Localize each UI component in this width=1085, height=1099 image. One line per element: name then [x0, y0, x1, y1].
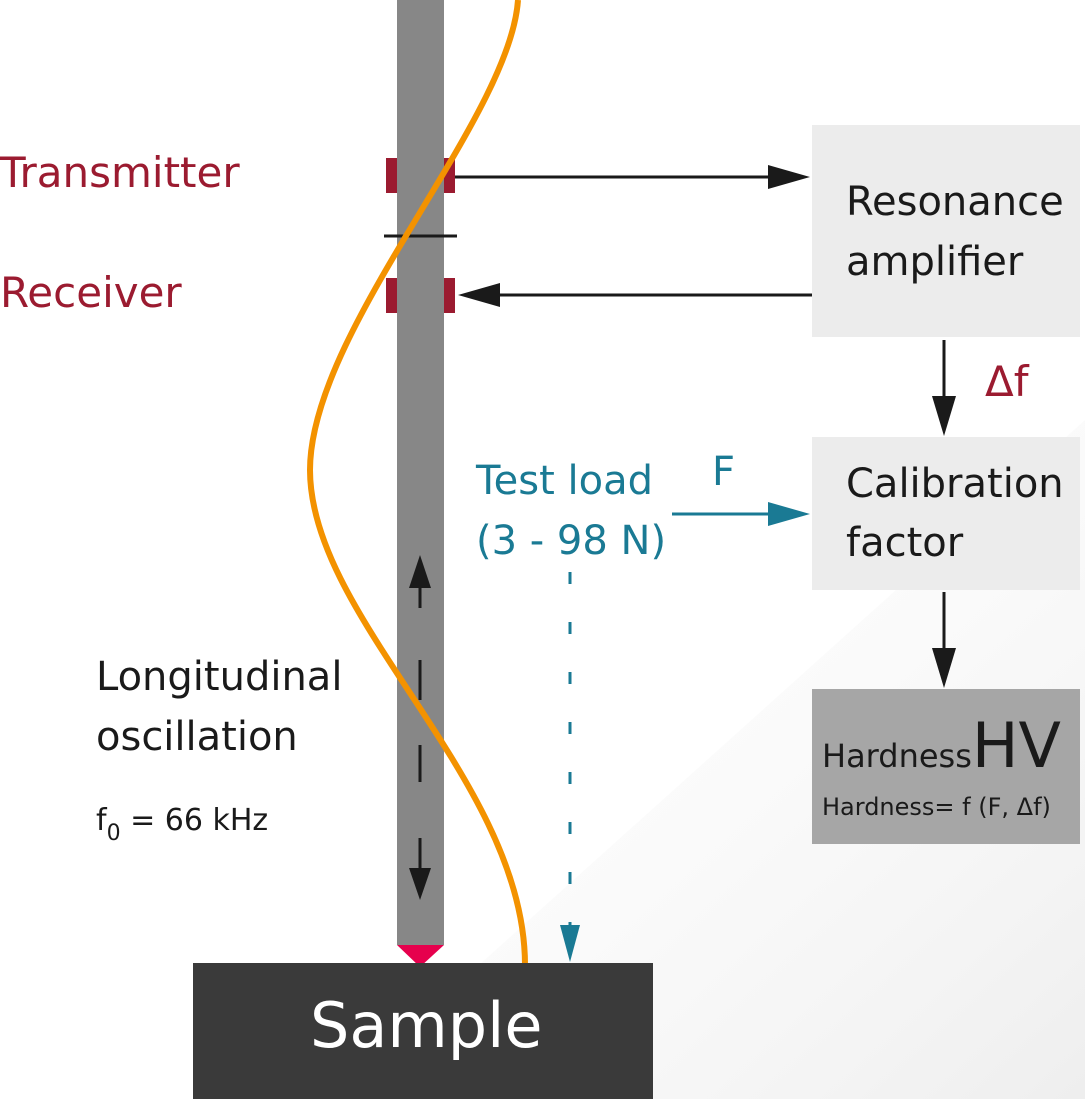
frequency-value: = 66 kHz — [121, 803, 269, 838]
test-load-dashed-arrowhead — [560, 925, 580, 962]
test-load-line2: (3 - 98 N) — [476, 518, 666, 564]
oscillating-rod — [397, 0, 444, 945]
sample-block — [193, 963, 653, 1099]
transmitter-piezo-left — [386, 158, 397, 193]
delta-f-label: Δf — [985, 357, 1030, 406]
calibration-line2: factor — [846, 520, 964, 566]
force-label: F — [712, 449, 735, 495]
longitudinal-line1: Longitudinal — [96, 654, 342, 700]
oscillation-wave — [306, 0, 528, 966]
receiver-piezo-right — [444, 278, 455, 313]
frequency-f: f — [96, 803, 108, 838]
receiver-piezo-left — [386, 278, 397, 313]
hardness-word: Hardness — [822, 737, 972, 775]
oscillation-down-arrowhead — [409, 868, 431, 900]
oscillation-up-arrowhead — [409, 555, 431, 588]
hardness-formula: Hardness= f (F, Δf) — [822, 793, 1051, 821]
transmitter-piezo-right — [444, 158, 455, 193]
diamond-tip — [397, 945, 444, 967]
receiver-arrowhead — [458, 283, 500, 307]
resonance-amplifier-box — [812, 125, 1080, 337]
hardness-box — [812, 689, 1080, 844]
longitudinal-line2: oscillation — [96, 714, 298, 760]
sample-label: Sample — [310, 989, 542, 1062]
hardness-title: HardnessHV — [822, 709, 1061, 782]
hardness-hv: HV — [972, 709, 1061, 782]
frequency-subscript: 0 — [107, 821, 121, 846]
calibration-to-hardness-arrowhead — [932, 648, 956, 688]
calibration-line1: Calibration — [846, 461, 1064, 507]
delta-f-arrowhead — [932, 396, 956, 436]
test-load-line1: Test load — [475, 458, 653, 504]
frequency-label: f0 = 66 kHz — [96, 803, 268, 846]
force-arrowhead — [768, 502, 810, 526]
receiver-label: Receiver — [0, 268, 182, 317]
resonance-line2: amplifier — [846, 239, 1024, 285]
transmitter-arrowhead — [768, 165, 810, 189]
resonance-line1: Resonance — [846, 179, 1064, 225]
calibration-factor-box — [812, 437, 1080, 590]
transmitter-label: Transmitter — [0, 148, 240, 197]
